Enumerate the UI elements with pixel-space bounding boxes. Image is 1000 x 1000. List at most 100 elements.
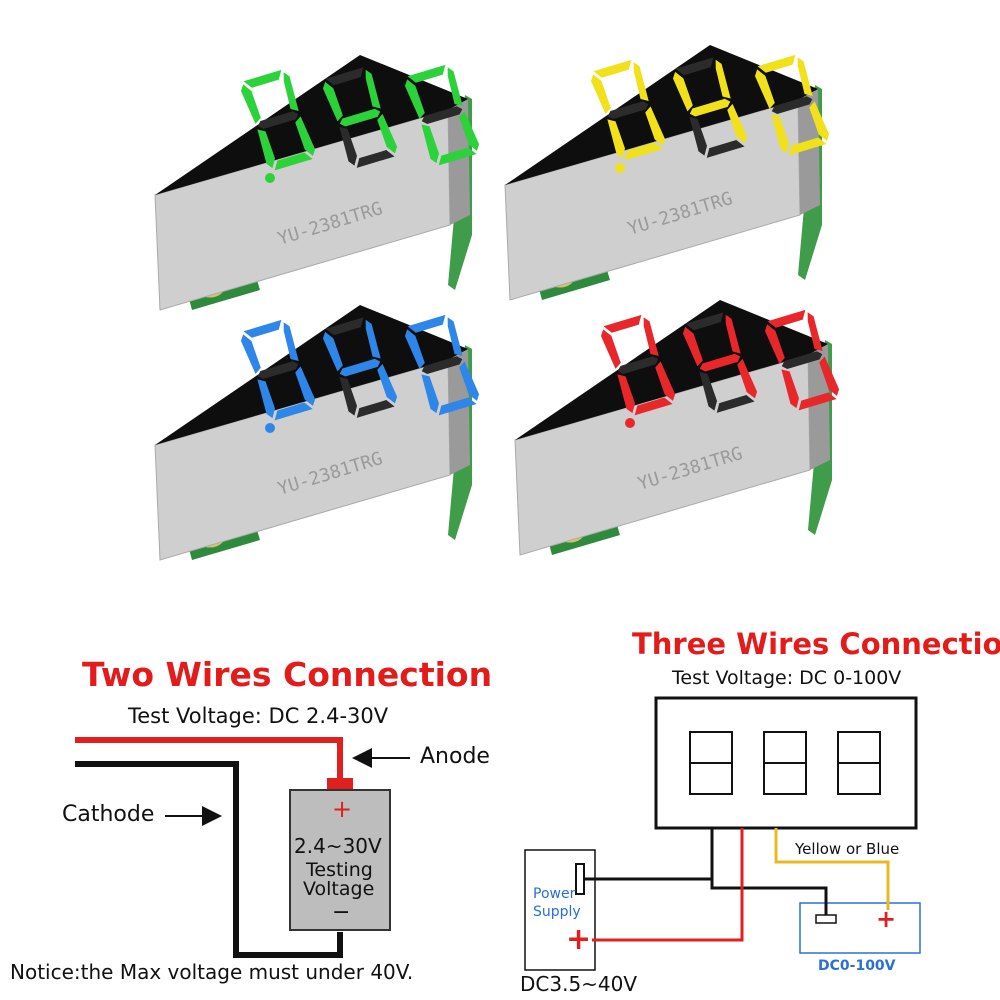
segment bbox=[257, 361, 299, 380]
segment bbox=[274, 152, 313, 171]
segment bbox=[682, 326, 703, 367]
display-face bbox=[505, 45, 818, 185]
segment bbox=[617, 374, 636, 414]
segment bbox=[421, 374, 440, 414]
black-wire bbox=[75, 761, 343, 958]
segment bbox=[339, 108, 381, 127]
two-wires-title: Two Wires Connection bbox=[82, 655, 493, 694]
digit bbox=[322, 67, 398, 168]
segment bbox=[274, 402, 313, 421]
power-plus: + bbox=[566, 922, 592, 957]
red-wire-3w bbox=[592, 828, 744, 942]
segment bbox=[459, 111, 480, 151]
segment bbox=[716, 395, 755, 413]
black-wire-load bbox=[710, 850, 828, 915]
yellow-or-blue-label: Yellow or Blue bbox=[795, 840, 900, 858]
segment bbox=[754, 69, 775, 109]
segment bbox=[600, 329, 621, 369]
cathode-arrow-icon bbox=[165, 806, 222, 826]
seven-seg-digits bbox=[600, 309, 840, 416]
seven-seg-digits bbox=[240, 64, 480, 171]
segment bbox=[295, 366, 316, 406]
segment bbox=[767, 309, 806, 328]
segment bbox=[322, 81, 343, 122]
segment bbox=[325, 317, 364, 336]
segment bbox=[257, 111, 299, 130]
segment bbox=[421, 106, 463, 125]
segment bbox=[339, 376, 358, 416]
segment bbox=[771, 114, 790, 154]
digit bbox=[590, 59, 666, 161]
segment bbox=[807, 312, 823, 351]
segment bbox=[283, 72, 299, 111]
segment bbox=[459, 361, 480, 401]
yellow-wire bbox=[774, 828, 890, 910]
segment bbox=[725, 314, 741, 354]
segment bbox=[706, 140, 745, 158]
voltmeter-module: YU-2381TRG bbox=[154, 305, 480, 561]
three-wires-title: Three Wires Connection bbox=[632, 627, 1000, 661]
digit bbox=[682, 312, 758, 413]
segment bbox=[377, 363, 398, 404]
power-supply-line2: Supply bbox=[533, 904, 581, 920]
load-minus-terminal bbox=[815, 914, 837, 924]
segment bbox=[365, 319, 381, 359]
voltmeter-module: YU-2381TRG bbox=[154, 55, 480, 311]
seven-seg-digits bbox=[590, 54, 830, 161]
segment bbox=[757, 54, 796, 73]
segment bbox=[339, 126, 358, 166]
power-supply-line1: Power bbox=[533, 886, 576, 902]
segment bbox=[339, 358, 381, 377]
red-wire bbox=[75, 737, 343, 778]
segment bbox=[257, 379, 276, 419]
segment bbox=[322, 331, 343, 372]
segment bbox=[421, 124, 440, 164]
segment bbox=[438, 397, 477, 416]
segment bbox=[685, 312, 724, 331]
segment bbox=[447, 67, 463, 106]
battery-text-testing: Testing bbox=[306, 859, 373, 881]
black-wire-ps bbox=[584, 828, 714, 881]
segment bbox=[689, 98, 731, 117]
power-range-label: DC3.5~40V bbox=[520, 972, 638, 996]
battery-voltage: 2.4~30V bbox=[294, 834, 382, 858]
decimal-point bbox=[265, 423, 275, 433]
segment bbox=[607, 119, 626, 159]
digit-outline-1 bbox=[689, 731, 733, 795]
battery-minus: − bbox=[332, 900, 351, 925]
digit bbox=[600, 314, 676, 416]
decimal-point bbox=[615, 163, 625, 173]
display-face bbox=[515, 300, 828, 440]
segment bbox=[797, 57, 813, 96]
anode-label: Anode bbox=[420, 744, 490, 769]
segment bbox=[257, 129, 276, 169]
segment bbox=[325, 67, 364, 86]
battery-body bbox=[289, 789, 391, 931]
digit bbox=[404, 314, 480, 416]
segment bbox=[727, 103, 748, 144]
anode-arrow-icon bbox=[352, 748, 410, 768]
segment bbox=[243, 319, 282, 338]
segment bbox=[689, 116, 708, 156]
segment bbox=[295, 116, 316, 156]
digit bbox=[322, 317, 398, 418]
segment bbox=[781, 369, 800, 409]
segment bbox=[764, 324, 785, 364]
display-face bbox=[155, 55, 468, 195]
load-box bbox=[799, 902, 921, 954]
three-wires-diagram bbox=[524, 696, 921, 971]
segment bbox=[788, 137, 827, 156]
segment bbox=[240, 334, 261, 374]
decimal-point bbox=[625, 418, 635, 428]
segment bbox=[699, 371, 718, 411]
cathode-label: Cathode bbox=[62, 802, 155, 827]
segment bbox=[283, 322, 299, 361]
segment bbox=[617, 356, 659, 375]
battery-text-voltage: Voltage bbox=[303, 878, 375, 900]
digit bbox=[240, 69, 316, 171]
segment bbox=[593, 59, 632, 78]
power-minus-terminal bbox=[575, 863, 585, 895]
segment bbox=[438, 147, 477, 166]
segment bbox=[771, 96, 813, 115]
three-wires-test-voltage: Test Voltage: DC 0-100V bbox=[672, 667, 902, 689]
